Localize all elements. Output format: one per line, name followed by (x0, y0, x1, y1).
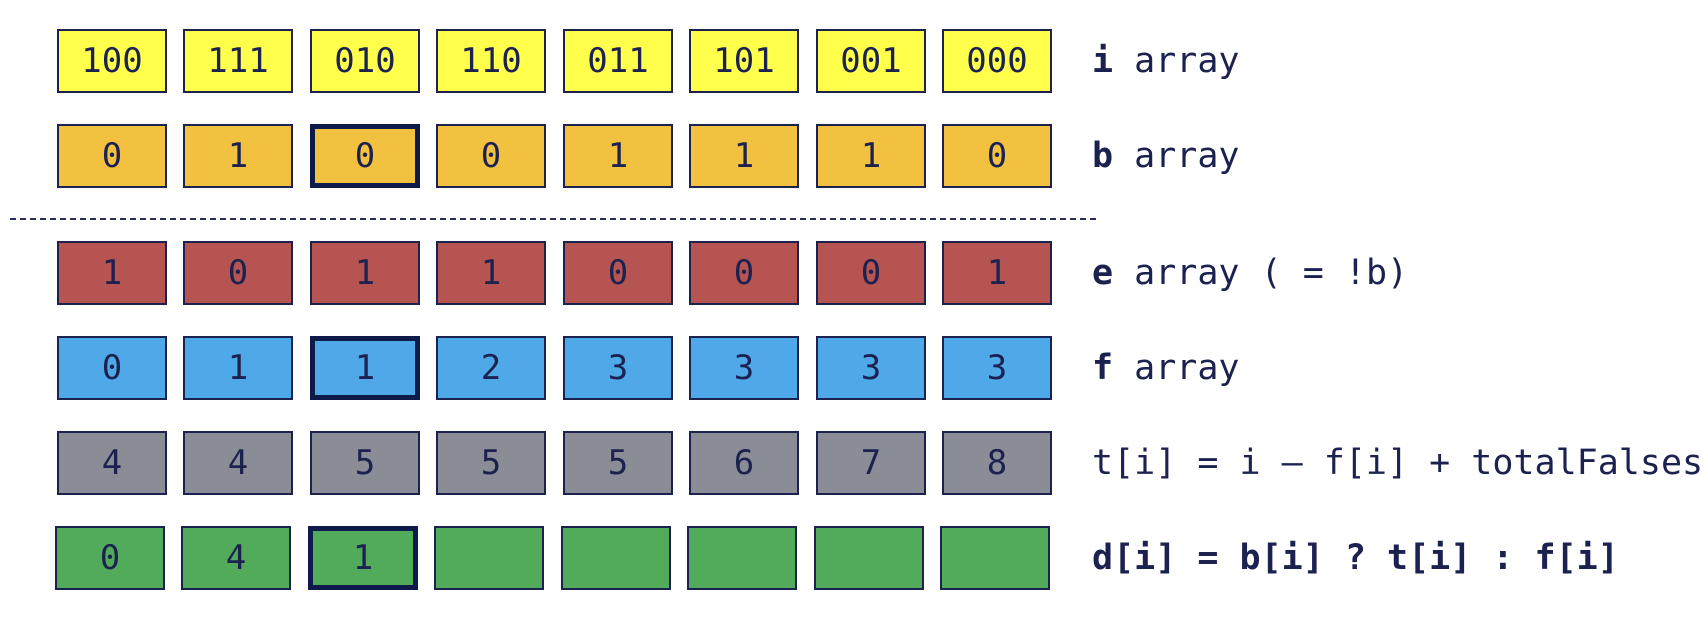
b-array-cell: 0 (57, 124, 167, 188)
e-array-label: e array ( = !b) (1092, 241, 1408, 305)
e-array-label-var: e (1092, 253, 1114, 293)
f-array-row: 0 1 1 2 3 3 3 3 f array (0, 336, 1708, 400)
f-array-cell: 0 (57, 336, 167, 400)
i-array-cell: 100 (57, 29, 167, 93)
b-array-cell: 1 (816, 124, 926, 188)
e-array-cell: 1 (436, 241, 546, 305)
e-array-cell: 0 (689, 241, 799, 305)
t-array-cell: 5 (563, 431, 673, 495)
f-array-cell: 1 (183, 336, 293, 400)
f-array-cell: 3 (689, 336, 799, 400)
t-array-cell: 4 (57, 431, 167, 495)
t-array-cell: 6 (689, 431, 799, 495)
d-array-cell: 4 (181, 526, 291, 590)
f-array-label-text: array (1113, 348, 1240, 388)
b-array-cell: 1 (563, 124, 673, 188)
i-array-cell: 010 (310, 29, 420, 93)
b-array-label: b array (1092, 124, 1240, 188)
t-formula-label: t[i] = i – f[i] + totalFalses (1092, 443, 1704, 483)
b-array-cell: 0 (942, 124, 1052, 188)
b-array-cell: 1 (689, 124, 799, 188)
f-array-label-var: f (1092, 348, 1114, 388)
e-array-cell: 1 (310, 241, 420, 305)
e-array-label-text: array ( = !b) (1113, 253, 1409, 293)
e-array-cell: 1 (942, 241, 1052, 305)
e-array-cell: 0 (563, 241, 673, 305)
b-array-cell-highlighted: 0 (310, 124, 420, 188)
i-array-cell: 101 (689, 29, 799, 93)
i-array-cell: 111 (183, 29, 293, 93)
b-array-label-var: b (1092, 136, 1114, 176)
i-array-label-text: array (1113, 41, 1240, 81)
e-array-row: 1 0 1 1 0 0 0 1 e array ( = !b) (0, 241, 1708, 305)
f-array-cell: 2 (436, 336, 546, 400)
b-array-label-text: array (1113, 136, 1240, 176)
i-array-label: i array (1092, 29, 1240, 93)
d-array-cell-empty (687, 526, 797, 590)
e-array-cell: 0 (183, 241, 293, 305)
f-array-cell: 3 (563, 336, 673, 400)
d-array-cell-empty (434, 526, 544, 590)
b-array-cell: 0 (436, 124, 546, 188)
t-array-cell: 4 (183, 431, 293, 495)
t-array-cell: 5 (436, 431, 546, 495)
d-array-cell-empty (940, 526, 1050, 590)
b-array-row: 0 1 0 0 1 1 1 0 b array (0, 124, 1708, 188)
e-array-cell: 1 (57, 241, 167, 305)
i-array-cell: 110 (436, 29, 546, 93)
d-array-row: 0 4 1 d[i] = b[i] ? t[i] : f[i] (0, 526, 1708, 590)
f-array-cell: 3 (816, 336, 926, 400)
d-array-cell-empty (814, 526, 924, 590)
t-array-cell: 5 (310, 431, 420, 495)
e-array-cell: 0 (816, 241, 926, 305)
d-array-cell-highlighted: 1 (308, 526, 418, 590)
f-array-cell: 3 (942, 336, 1052, 400)
t-array-cell: 7 (816, 431, 926, 495)
i-array-cell: 011 (563, 29, 673, 93)
f-array-label: f array (1092, 336, 1240, 400)
d-array-cell-empty (561, 526, 671, 590)
i-array-cell: 001 (816, 29, 926, 93)
b-array-cell: 1 (183, 124, 293, 188)
dashed-divider (10, 218, 1096, 220)
d-array-cell: 0 (55, 526, 165, 590)
f-array-cell-highlighted: 1 (310, 336, 420, 400)
i-array-label-var: i (1092, 41, 1114, 81)
i-array-cell: 000 (942, 29, 1052, 93)
t-array-cell: 8 (942, 431, 1052, 495)
d-formula-label: d[i] = b[i] ? t[i] : f[i] (1092, 538, 1619, 578)
i-array-row: 100 111 010 110 011 101 001 000 i array (0, 29, 1708, 93)
t-array-row: 4 4 5 5 5 6 7 8 t[i] = i – f[i] + totalF… (0, 431, 1708, 495)
